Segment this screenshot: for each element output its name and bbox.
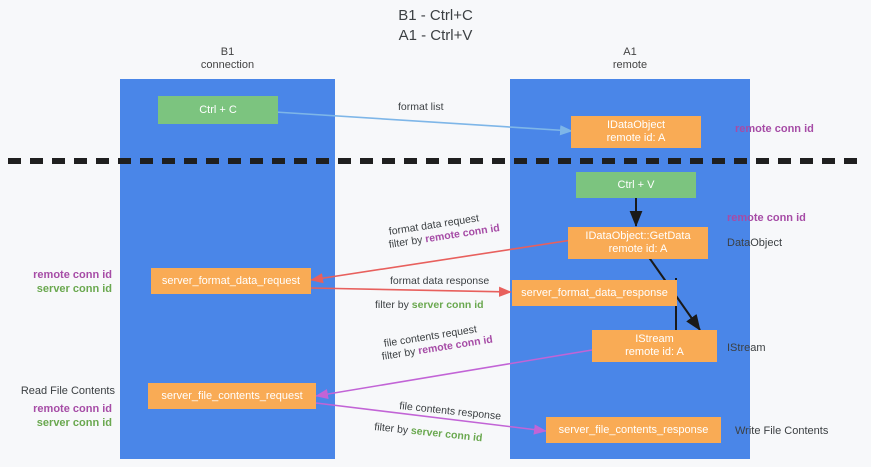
connector-file-contents-response <box>315 402 547 435</box>
node-server-format-data-request[interactable]: server_format_data_request <box>151 268 311 294</box>
node-server-format-data-response[interactable]: server_format_data_response <box>512 280 677 306</box>
filter-prefix: filter by <box>375 299 412 311</box>
lane-header-a1: A1 remote <box>612 46 648 71</box>
node-server-file-contents-request[interactable]: server_file_contents_request <box>148 383 316 409</box>
edge-label-format-data-response-filter: filter by server conn id <box>375 299 484 312</box>
node-idataobject-getdata[interactable]: IDataObject::GetData remote id: A <box>568 227 708 259</box>
connector-file-contents-request <box>315 349 593 400</box>
node-idataobject[interactable]: IDataObject remote id: A <box>571 116 701 148</box>
diagram-title: B1 - Ctrl+C A1 - Ctrl+V <box>398 7 473 44</box>
edge-label-format-data-response: format data response <box>390 275 490 287</box>
connector-format-list <box>274 111 573 136</box>
node-server-file-contents-response[interactable]: server_file_contents_response <box>546 417 721 443</box>
connector-format-data-response <box>310 286 512 297</box>
node-istream[interactable]: IStream remote id: A <box>592 330 717 362</box>
node-ctrl-v[interactable]: Ctrl + V <box>576 172 696 198</box>
node-ctrl-c[interactable]: Ctrl + C <box>158 96 278 124</box>
lane-header-b1: B1 connection <box>200 46 255 71</box>
filter-key-server-conn-id: server conn id <box>411 299 484 311</box>
margin-label-remote-conn-id-mid: remote conn id <box>727 212 806 224</box>
margin-label-dataobject: DataObject <box>727 237 783 249</box>
margin-label-remote-conn-id-top: remote conn id <box>735 123 814 135</box>
connector-format-data-request <box>310 239 573 284</box>
margin-label-left-remote-conn-id: remote conn id <box>33 269 112 281</box>
margin-label-left-server-conn-id-2: server conn id <box>36 417 112 429</box>
margin-label-left-server-conn-id: server conn id <box>36 283 112 295</box>
margin-label-left-remote-conn-id-2: remote conn id <box>33 403 112 415</box>
margin-label-read-file-contents: Read File Contents <box>20 385 115 397</box>
margin-label-write-file-contents: Write File Contents <box>735 425 829 437</box>
margin-label-istream: IStream <box>727 342 766 354</box>
edge-label-format-list: format list <box>398 101 444 113</box>
